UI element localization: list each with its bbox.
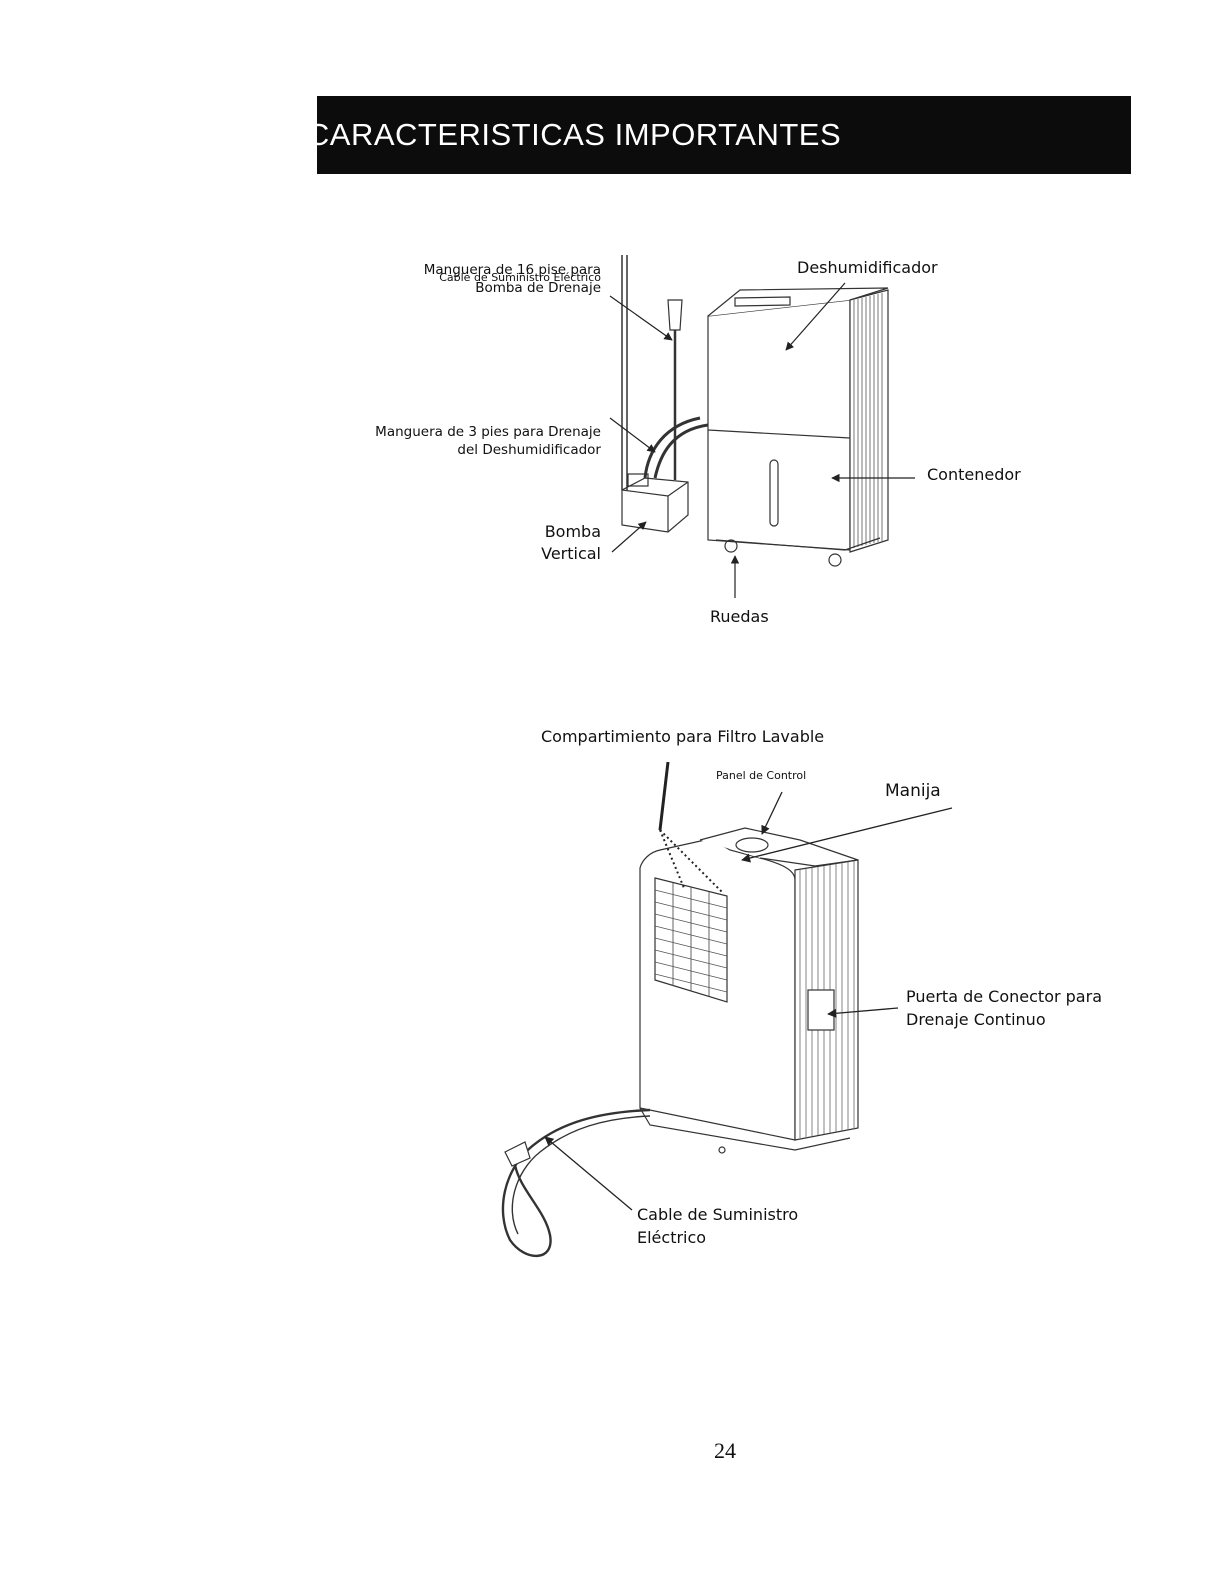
bottom-dehumidifier-illustration: [501, 827, 859, 1258]
top-dehumidifier-illustration: [621, 255, 889, 567]
label-pump-line1: Bomba: [544, 522, 601, 541]
page-number: 24: [714, 1438, 736, 1463]
label-hose-3-line2: del Deshumidificador: [457, 442, 601, 458]
label-container: Contenedor: [927, 465, 1021, 484]
page-title: CARACTERISTICAS IMPORTANTES: [306, 117, 842, 152]
top-leader-lines: [609, 282, 915, 598]
label-control-panel: Panel de Control: [716, 769, 807, 782]
label-power-cable: Cable de Suministro Eléctrico: [439, 271, 601, 284]
label-hose-3-line1: Manguera de 3 pies para Drenaje: [375, 424, 601, 440]
bottom-leader-lines: [544, 761, 953, 1211]
label-dehumidifier: Deshumidificador: [797, 258, 938, 277]
label-drain-door-line1: Puerta de Conector para: [906, 987, 1102, 1006]
label-power-cable-bottom-line2: Eléctrico: [637, 1228, 707, 1247]
label-pump-line2: Vertical: [541, 544, 601, 563]
label-power-cable-bottom-line1: Cable de Suministro: [637, 1205, 799, 1224]
page-title-banner: CARACTERISTICAS IMPORTANTES: [307, 96, 1131, 174]
label-hose-16-line1: Manguera de 16 pise para: [423, 262, 601, 278]
label-washable-filter: Compartimiento para Filtro Lavable: [541, 727, 825, 746]
label-handle: Manija: [885, 781, 941, 801]
label-hose-16-line2: Bomba de Drenaje: [475, 280, 601, 296]
label-wheels: Ruedas: [710, 607, 769, 626]
label-drain-door-line2: Drenaje Continuo: [906, 1010, 1046, 1029]
